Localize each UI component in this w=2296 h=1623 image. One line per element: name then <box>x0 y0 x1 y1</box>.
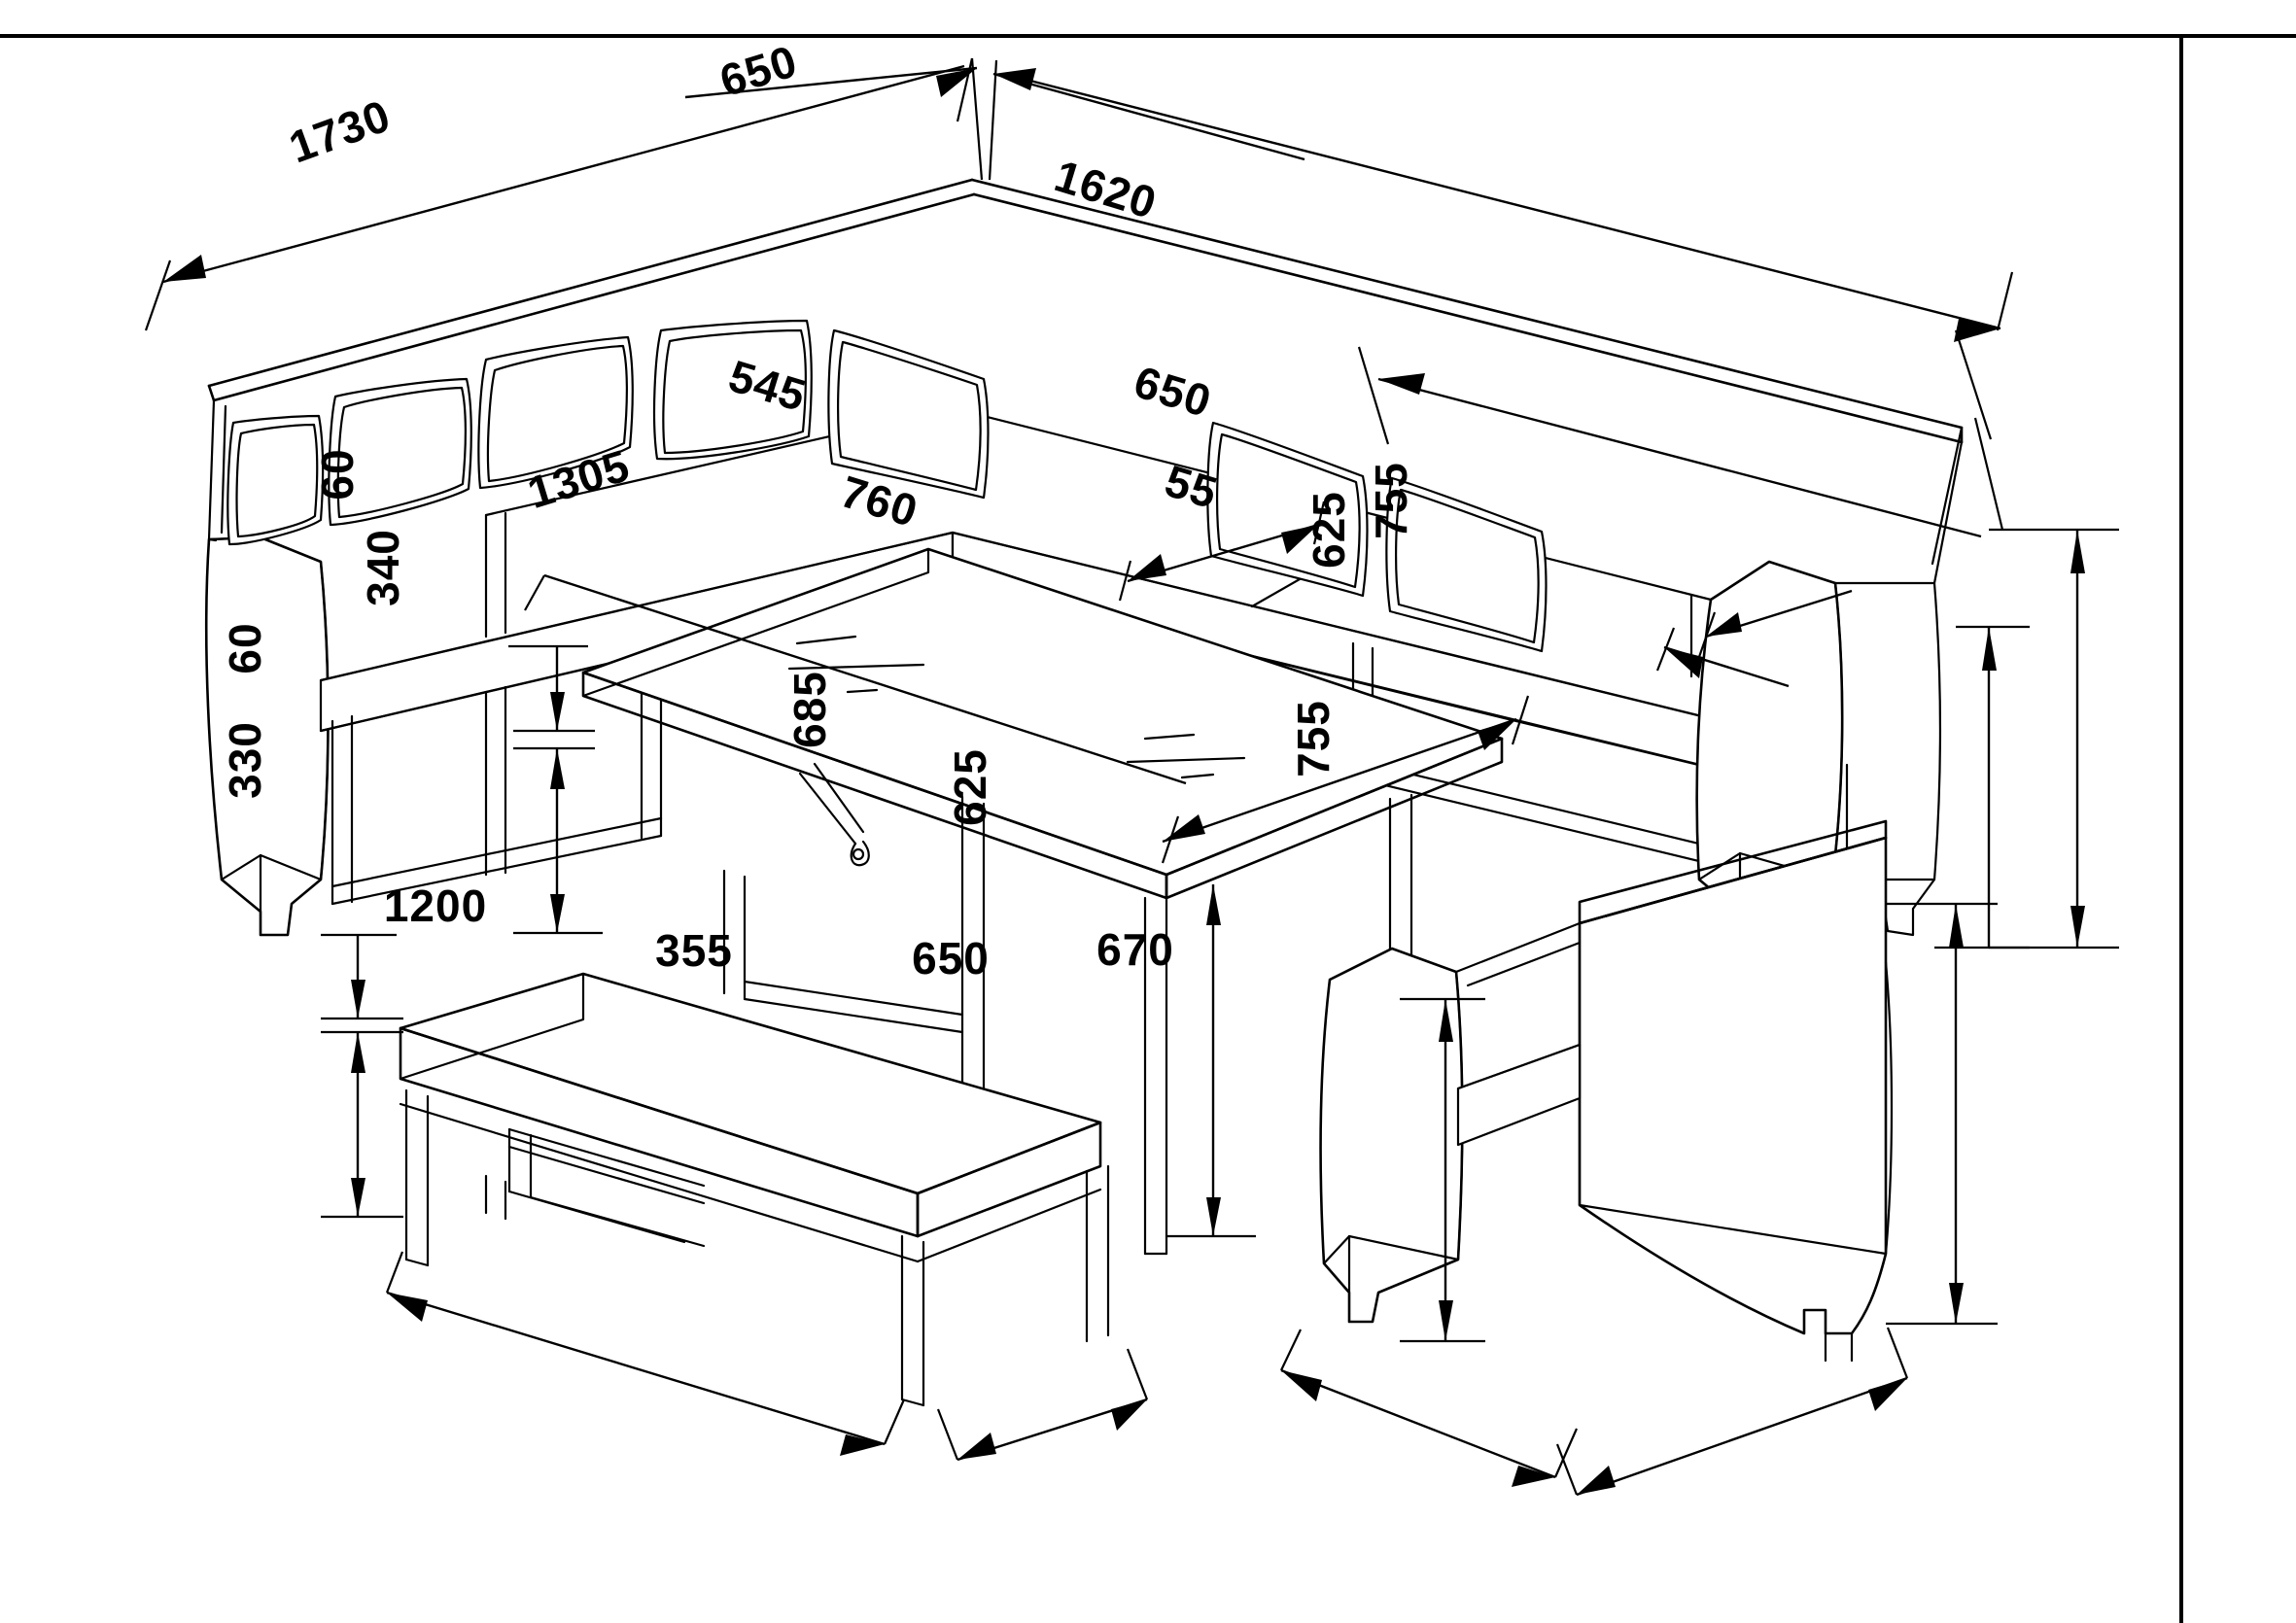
dimension-650-right <box>1357 329 2004 538</box>
sofa-cushion-left-3 <box>477 335 634 490</box>
dimension-label-chair-width: 650 <box>912 933 990 984</box>
dimension-685 <box>1166 884 1256 1238</box>
dimension-340 <box>513 746 603 935</box>
dimension-label-bench-seat-height: 330 <box>220 721 270 799</box>
dimension-1620 <box>1018 76 2014 342</box>
dimension-625-sofa <box>1934 625 2030 950</box>
dimension-label-seat-depth-right: 650 <box>1129 356 1217 427</box>
dimension-1200 <box>385 1251 906 1456</box>
sheet-border <box>0 34 2296 1623</box>
dimension-label-sofa-overall-height: 755 <box>1366 462 1416 539</box>
sofa-cushion-left-1 <box>226 414 325 546</box>
dimension-60-bench <box>321 933 403 1020</box>
sofa-cushion-left-2 <box>328 377 472 527</box>
dimension-760 <box>1161 695 1530 864</box>
dimension-label-sofa-left-back: 1730 <box>283 89 398 172</box>
dimension-label-chair-back-height: 625 <box>945 748 995 826</box>
dimension-650-chair <box>1280 1329 1579 1487</box>
bench <box>399 972 1110 1407</box>
sofa-cushion-right-1 <box>652 319 813 461</box>
dimension-650-corner <box>684 57 1305 181</box>
dimension-label-table-height: 685 <box>784 671 835 748</box>
sofa-cushion-right-2 <box>827 328 990 500</box>
dimension-670-chair <box>1555 1327 1909 1497</box>
dimension-label-sofa-back-height: 625 <box>1304 491 1354 569</box>
armchair <box>1319 819 1894 1363</box>
dimension-label-bench-length: 1200 <box>384 881 487 931</box>
dimension-label-chair-overall-height: 755 <box>1288 700 1339 777</box>
dimension-625-chair <box>1400 997 1485 1343</box>
dimension-755-sofa <box>1989 528 2119 950</box>
dimension-355 <box>936 1348 1149 1462</box>
dimension-1305 <box>524 573 1187 785</box>
dimension-1730 <box>144 57 974 331</box>
dimension-545 <box>1118 501 1326 602</box>
dimension-label-corner-depth: 650 <box>714 35 803 106</box>
dimension-label-bench-top-gap: 60 <box>220 622 270 673</box>
corner-sofa <box>204 178 1964 943</box>
sofa-cushion-right-4 <box>1385 476 1548 653</box>
dimension-label-sofa-seat-frame: 340 <box>358 529 408 606</box>
dimension-60-sofa <box>508 644 595 733</box>
dimension-label-bench-width: 355 <box>655 925 733 976</box>
sofa-cushion-right-3 <box>1206 421 1369 598</box>
dimension-label-sofa-frame-gap: 60 <box>312 448 363 500</box>
dining-table <box>581 547 1504 1256</box>
dimension-55 <box>1655 589 1853 688</box>
dimension-755-chair <box>1886 902 1998 1326</box>
dimension-label-chair-depth: 670 <box>1096 924 1174 975</box>
dimension-330 <box>321 1030 403 1219</box>
